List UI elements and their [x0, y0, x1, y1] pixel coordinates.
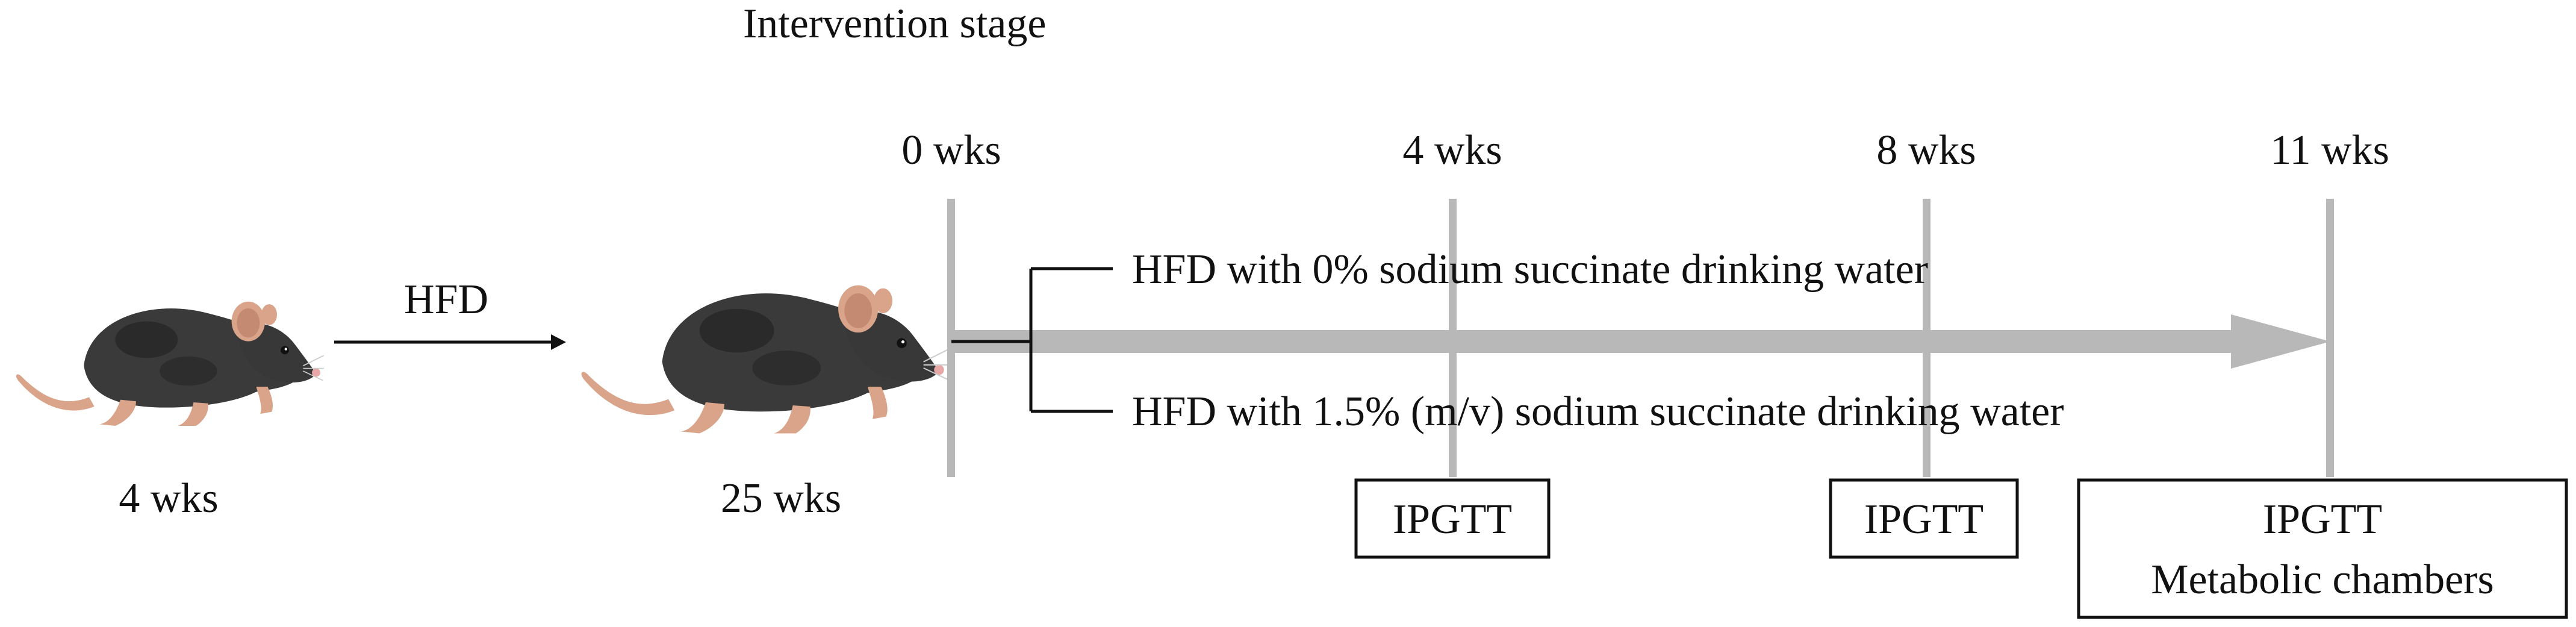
- assessment-label-2-line-2: Metabolic chambers: [2151, 557, 2494, 603]
- start-age-label: 4 wks: [119, 475, 218, 522]
- assessment-label-2-line-1: IPGTT: [2263, 496, 2382, 543]
- timepoint-tick-1: [1449, 199, 1457, 477]
- hfd-arrow-head: [551, 334, 566, 350]
- timepoint-label-2: 8 wks: [1876, 127, 1976, 173]
- end-age-label: 25 wks: [721, 475, 841, 522]
- timepoint-tick-3: [2326, 199, 2334, 477]
- timepoint-label-0: 0 wks: [901, 127, 1001, 173]
- assessment-label-1: IPGTT: [1864, 496, 1983, 543]
- assessment-box-1: [1829, 478, 2019, 559]
- timepoint-tick-0: [947, 199, 955, 477]
- group-label-1: HFD with 1.5% (m/v) sodium succinate dri…: [1132, 388, 2064, 435]
- mouse-icon-start: [15, 301, 324, 426]
- timeline-arrow-head: [2231, 314, 2330, 369]
- group-bracket: [951, 267, 1113, 413]
- timeline-bar: [951, 330, 2234, 353]
- timepoint-label-1: 4 wks: [1402, 127, 1502, 173]
- mouse-icon-end: [580, 284, 948, 434]
- stage-title: Intervention stage: [743, 1, 1046, 47]
- group-label-0: HFD with 0% sodium succinate drinking wa…: [1132, 246, 1928, 293]
- timepoint-tick-2: [1923, 199, 1930, 477]
- assessment-box-0: [1354, 478, 1551, 559]
- assessment-box-2: [2077, 478, 2568, 619]
- hfd-arrow-label: HFD: [404, 276, 488, 323]
- assessment-label-0: IPGTT: [1393, 496, 1512, 543]
- timepoint-label-3: 11 wks: [2270, 127, 2389, 173]
